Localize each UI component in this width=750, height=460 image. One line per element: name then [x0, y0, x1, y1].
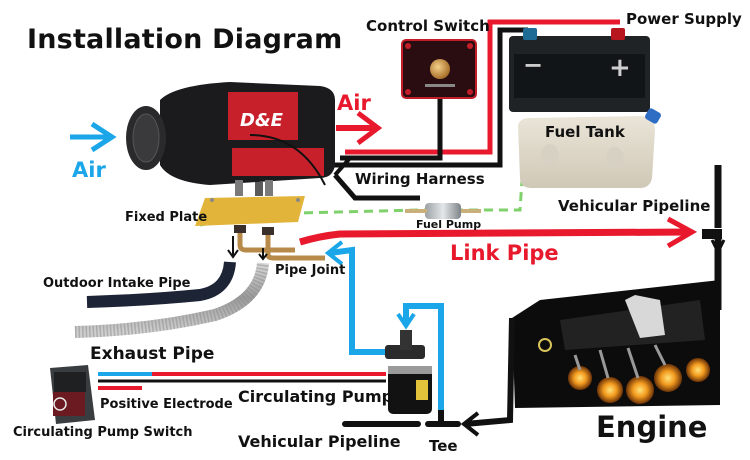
engine-bracket — [625, 295, 665, 338]
control-switch-device — [401, 39, 477, 99]
vehicular-pipeline-top-label: Vehicular Pipeline — [558, 197, 711, 215]
engine-label: Engine — [596, 410, 708, 444]
fuel-pump-label: Fuel Pump — [416, 218, 482, 231]
pipe-joints — [234, 225, 325, 261]
control-knob — [430, 59, 450, 79]
tee-pipeline — [342, 410, 461, 427]
air-out-label: Air — [337, 91, 371, 115]
fuel-tank — [518, 108, 661, 188]
outdoor-intake-pipe — [86, 261, 236, 308]
air-in-label: Air — [72, 158, 106, 182]
outdoor-intake-pipe-label: Outdoor Intake Pipe — [43, 276, 191, 291]
black-power-wire — [330, 27, 528, 168]
pipe-joint-label: Pipe Joint — [275, 263, 346, 278]
wiring-harness-branch — [333, 173, 420, 201]
tee-label: Tee — [429, 437, 458, 455]
fuel-pump — [405, 203, 481, 219]
wiring-harness-label: Wiring Harness — [355, 170, 485, 188]
fuel-tank-label: Fuel Tank — [545, 123, 625, 141]
air-in-arrow — [70, 121, 117, 153]
link-pipe — [298, 216, 698, 249]
pump-label-sticker — [416, 380, 428, 400]
circulating-pump-label: Circulating Pump — [238, 387, 394, 406]
control-switch-label: Control Switch — [366, 17, 490, 35]
negative-terminal — [523, 28, 537, 40]
power-supply-label: Power Supply — [626, 10, 742, 28]
engine — [512, 280, 720, 408]
fuel-line — [199, 179, 524, 227]
power-symbol-icon — [53, 397, 67, 411]
power-wires — [330, 19, 620, 201]
fixed-plate — [195, 196, 305, 226]
battery: − + — [509, 28, 650, 112]
blue-circulation-pipe — [324, 240, 444, 412]
circulating-pump — [385, 330, 432, 414]
tank-cap — [645, 108, 661, 124]
heater-brand: D&E — [240, 110, 284, 131]
positive-terminal — [611, 28, 625, 40]
pump-switch-wires — [98, 372, 386, 390]
minus-sign: − — [523, 51, 543, 79]
page-title: Installation Diagram — [27, 24, 343, 55]
control-switch-wire — [340, 95, 443, 161]
circulating-pump-switch — [50, 365, 95, 424]
plus-sign: + — [609, 53, 631, 83]
engine-return-pipe — [460, 317, 515, 437]
link-pipe-label: Link Pipe — [450, 241, 559, 265]
positive-electrode-label: Positive Electrode — [100, 397, 233, 412]
heater: D&E — [126, 82, 335, 196]
vehicular-pipeline-bottom-label: Vehicular Pipeline — [238, 432, 401, 451]
circulating-pump-switch-label: Circulating Pump Switch — [13, 425, 193, 440]
heater-red-panel — [228, 92, 298, 140]
red-power-wire — [345, 19, 620, 155]
air-out-arrow — [336, 111, 383, 145]
exhaust-pipe-label: Exhaust Pipe — [90, 344, 215, 364]
fixed-plate-label: Fixed Plate — [125, 210, 208, 225]
